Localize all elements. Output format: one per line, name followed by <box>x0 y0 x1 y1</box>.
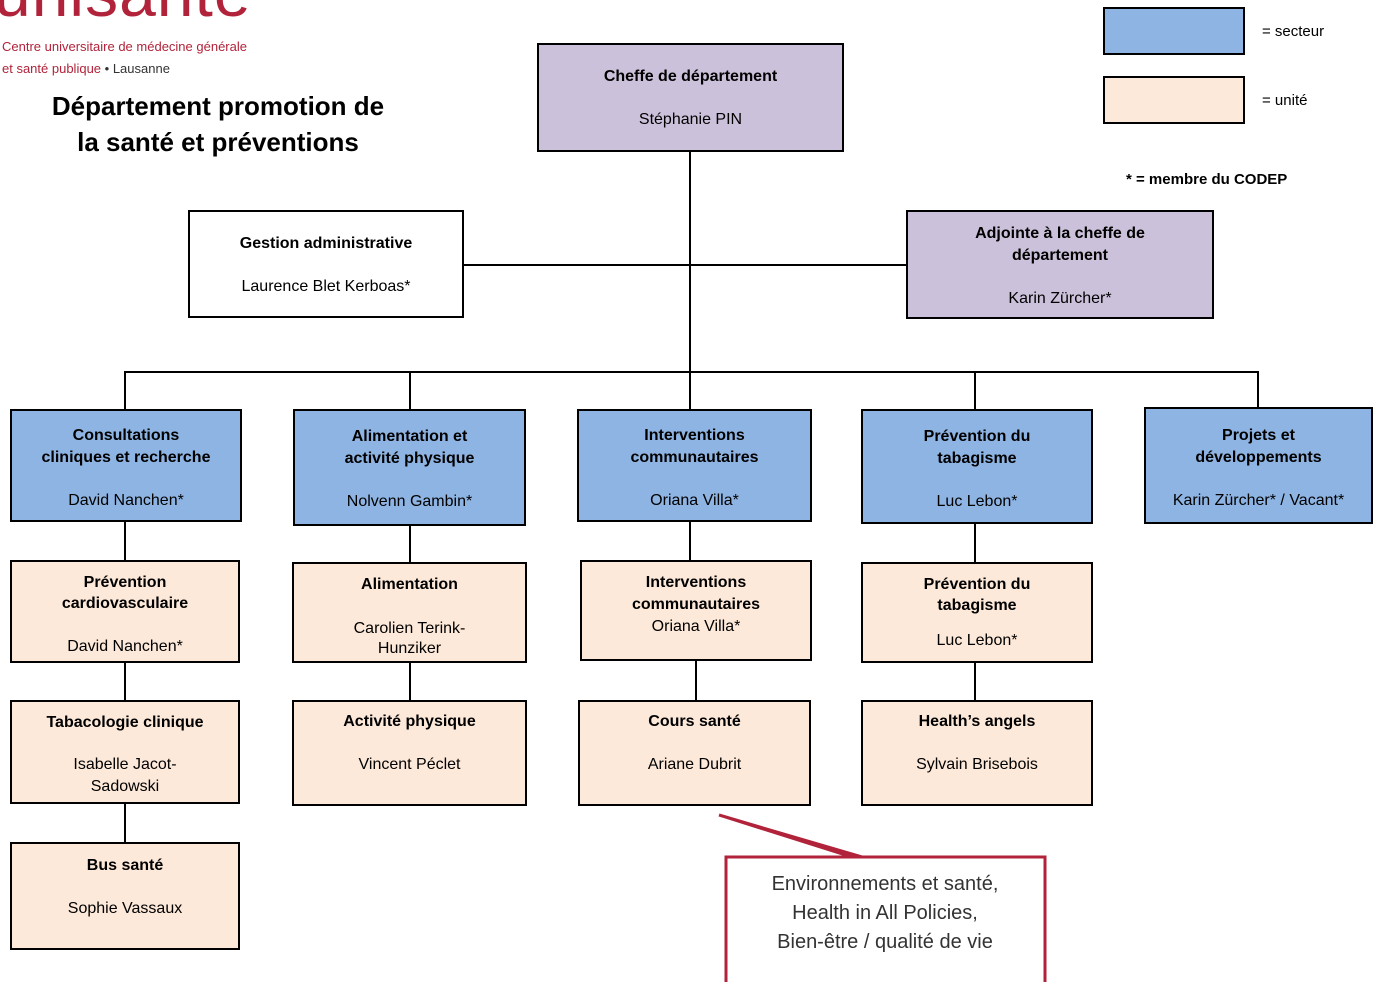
callout-text-line3: Bien-être / qualité de vie <box>777 931 993 953</box>
unit-name: Sophie Vassaux <box>67 900 183 917</box>
connector-sector-bus <box>124 371 1258 373</box>
sector-title-line1: Prévention du <box>923 428 1031 445</box>
sector-title-line2: cliniques et recherche <box>41 449 211 466</box>
unit-name-line2: Hunziker <box>377 640 442 657</box>
box-name: Laurence Blet Kerboas* <box>241 278 411 295</box>
box-name: Stéphanie PIN <box>638 111 743 128</box>
sector-title-line1: Projets et <box>1222 427 1295 444</box>
box-name: Karin Zürcher* <box>1008 290 1112 307</box>
sector-title-line1: Alimentation et <box>351 428 468 445</box>
codep-note: * = membre du CODEP <box>1126 171 1288 188</box>
sector-name: Oriana Villa* <box>650 492 739 509</box>
sector-title-line2: activité physique <box>344 450 475 467</box>
unit-name: Luc Lebon* <box>936 632 1018 649</box>
unit-title-line2: cardiovasculaire <box>61 595 189 612</box>
legend-secteur-label: = secteur <box>1262 23 1325 40</box>
connector-col2-b <box>409 660 411 702</box>
sector-title-line2: communautaires <box>630 449 759 466</box>
sector-title-line1: Interventions <box>644 427 745 444</box>
unit-box-alimentation: Alimentation Carolien Terink- Hunziker <box>292 562 527 663</box>
unit-name-line1: Carolien Terink- <box>353 620 466 637</box>
unit-name: Vincent Péclet <box>358 756 461 773</box>
connector-sector-5 <box>1257 371 1259 411</box>
logo-subtitle-separator: • <box>101 61 113 76</box>
sector-box-interventions: Interventions communautaires Oriana Vill… <box>577 409 812 522</box>
connector-col1-b <box>124 660 126 702</box>
page-title-line2: la santé et préventions <box>77 127 359 157</box>
connector-main-trunk <box>689 150 691 372</box>
sector-box-alimentation: Alimentation et activité physique Nolven… <box>293 409 526 526</box>
box-cheffe-departement: Cheffe de département Stéphanie PIN <box>537 43 844 152</box>
connector-staff-line <box>462 264 908 266</box>
sector-box-consultations: Consultations cliniques et recherche Dav… <box>10 409 242 522</box>
page-title-line1: Département promotion de <box>51 91 385 121</box>
sector-name: Karin Zürcher* / Vacant* <box>1172 492 1345 509</box>
page-title: Département promotion de la santé et pré… <box>8 88 428 160</box>
sector-name: Nolvenn Gambin* <box>346 493 473 510</box>
sector-name: David Nanchen* <box>68 492 184 509</box>
box-title: Cheffe de département <box>603 68 778 85</box>
unit-title-line1: Cours santé <box>648 713 741 730</box>
box-gestion-administrative: Gestion administrative Laurence Blet Ker… <box>188 210 464 318</box>
unit-title-line1: Health’s angels <box>918 713 1036 730</box>
sector-title-line2: développements <box>1195 449 1322 466</box>
box-title: Gestion administrative <box>239 235 413 252</box>
unit-title-line1: Tabacologie clinique <box>46 714 204 731</box>
connector-sector-3 <box>689 371 691 411</box>
connector-col4-a <box>974 522 976 564</box>
unit-title-line1: Alimentation <box>361 576 458 593</box>
legend-unite-swatch <box>1103 76 1245 124</box>
unit-title-line2: communautaires <box>631 596 761 613</box>
connector-col1-c <box>124 802 126 844</box>
unit-name: David Nanchen* <box>67 638 183 655</box>
connector-col3-b <box>695 658 697 702</box>
unit-box-prevention-cardiovasculaire: Prévention cardiovasculaire David Nanche… <box>10 560 240 663</box>
sector-title-line1: Consultations <box>72 427 180 444</box>
sector-title-line2: tabagisme <box>937 450 1017 467</box>
logo-subtitle-city: Lausanne <box>112 61 170 76</box>
connector-sector-4 <box>974 371 976 411</box>
unit-box-prevention-tabagisme: Prévention du tabagisme Luc Lebon* <box>861 562 1093 663</box>
connector-col3-a <box>689 520 691 562</box>
connector-sector-2 <box>409 371 411 411</box>
unit-box-healths-angels: Health’s angels Sylvain Brisebois <box>861 700 1093 806</box>
box-title-line2: département <box>1011 247 1109 264</box>
connector-col1-a <box>124 520 126 562</box>
unit-box-interventions-communautaires: Interventions communautaires Oriana Vill… <box>580 560 812 661</box>
unit-name-line1: Isabelle Jacot- <box>73 756 177 773</box>
legend-unite-label: = unité <box>1262 92 1308 109</box>
sector-name: Luc Lebon* <box>936 493 1018 510</box>
unit-title-line1: Activité physique <box>343 713 476 730</box>
logo-subtitle-line2: et santé publique • Lausanne <box>2 61 170 76</box>
unit-title-line1: Bus santé <box>86 857 164 874</box>
sector-box-projets: Projets et développements Karin Zürcher*… <box>1144 407 1373 524</box>
unit-box-cours-sante: Cours santé Ariane Dubrit <box>578 700 811 806</box>
sector-box-tabagisme: Prévention du tabagisme Luc Lebon* <box>861 409 1093 524</box>
unit-box-tabacologie-clinique: Tabacologie clinique Isabelle Jacot- Sad… <box>10 700 240 804</box>
unit-name: Oriana Villa* <box>651 618 741 635</box>
logo-subtitle-institution: et santé publique <box>2 61 102 76</box>
unisante-logo: unisanté <box>0 0 252 26</box>
connector-sector-1 <box>124 371 126 411</box>
unit-title-line1: Prévention du <box>923 576 1031 593</box>
unit-name-line2: Sadowski <box>90 778 160 795</box>
unit-title-line2: tabagisme <box>937 597 1017 614</box>
callout-text-line1: Environnements et santé, <box>771 873 999 895</box>
connector-col4-b <box>974 660 976 702</box>
unit-box-activite-physique: Activité physique Vincent Péclet <box>292 700 527 806</box>
logo-subtitle-line1: Centre universitaire de médecine général… <box>2 39 247 54</box>
unit-title-line1: Prévention <box>83 574 167 591</box>
unit-name: Sylvain Brisebois <box>916 756 1038 773</box>
box-title-line1: Adjointe à la cheffe de <box>975 225 1145 242</box>
unit-box-bus-sante: Bus santé Sophie Vassaux <box>10 842 240 950</box>
callout-text-line2: Health in All Policies, <box>792 902 978 924</box>
unit-name: Ariane Dubrit <box>647 756 742 773</box>
legend-secteur-swatch <box>1103 7 1245 55</box>
unit-title-line1: Interventions <box>645 574 747 591</box>
connector-col2-a <box>409 524 411 564</box>
box-adjointe-cheffe: Adjointe à la cheffe de département Kari… <box>906 210 1214 319</box>
